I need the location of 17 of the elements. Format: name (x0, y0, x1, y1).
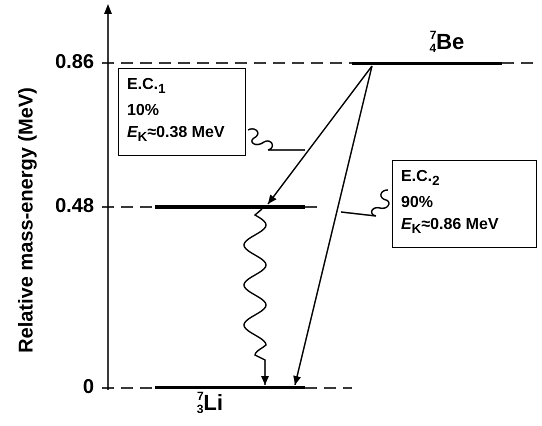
tick-label: 0.86 (54, 51, 94, 74)
annotation-text: E.C.$_{1}$ (127, 75, 167, 98)
annotation-box (118, 68, 246, 156)
leader-line (340, 189, 390, 217)
annotation-text: E$_{K}$≈0.86 MeV (401, 215, 500, 238)
annotation-text: 90% (401, 193, 434, 214)
annotation-text: E$_{K}$≈0.38 MeV (127, 123, 226, 146)
axis-title: Relative mass-energy (MeV) (16, 87, 38, 353)
arrow (293, 66, 373, 386)
wavy-arrow (243, 208, 269, 385)
annotation-box (392, 160, 537, 248)
annotation-text: E.C.$_{2}$ (401, 167, 441, 190)
energy-level-line (352, 28, 502, 65)
arrow (267, 66, 373, 204)
tick-label: 0 (82, 376, 94, 399)
leader-line (248, 128, 305, 151)
annotation-text: 10% (127, 101, 160, 122)
